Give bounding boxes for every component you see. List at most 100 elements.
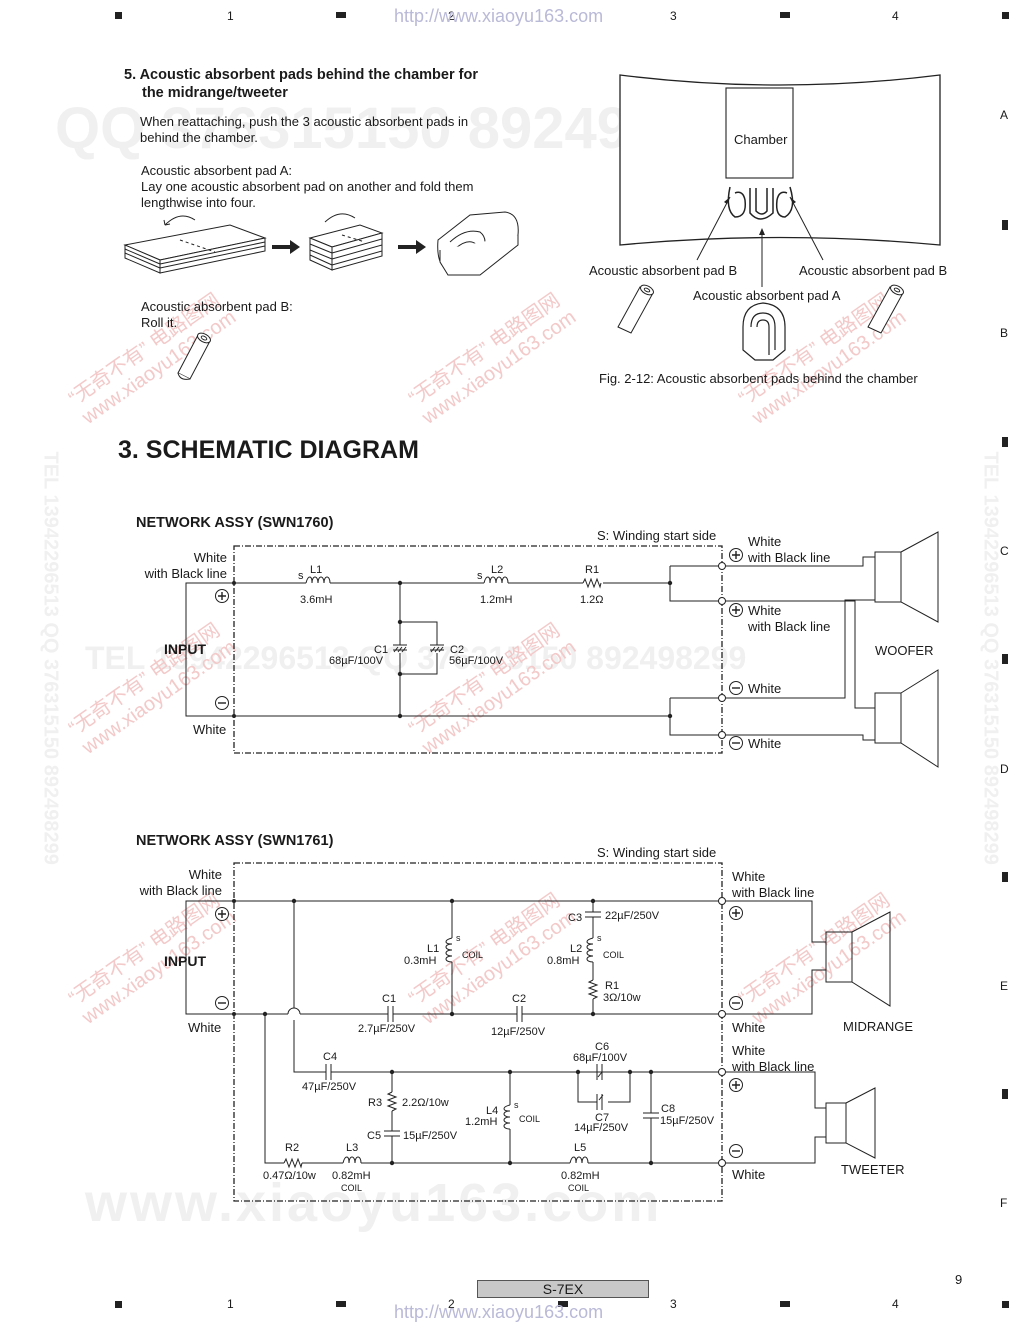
resistor-R2 <box>283 1157 303 1169</box>
pad-b-left-label: Acoustic absorbent pad B <box>589 263 738 278</box>
arrow-right-icon <box>272 240 300 254</box>
net1-C2-label: C2 <box>450 644 465 656</box>
grid-row-a: A <box>1000 108 1009 122</box>
inductor-L2 <box>483 576 509 584</box>
tweeter-minus-label: White <box>732 1167 766 1182</box>
midrange-label: MIDRANGE <box>843 1019 914 1034</box>
plus-icon <box>729 603 743 617</box>
grid-row-f: F <box>1000 1196 1008 1210</box>
chamber-box <box>725 87 794 179</box>
grid-marker <box>336 12 346 18</box>
pad-b-right-label: Acoustic absorbent pad B <box>799 263 948 278</box>
net2-C7-value: 14µF/250V <box>574 1122 629 1134</box>
net1-out3-label: White <box>748 681 782 696</box>
grid-marker <box>780 1301 790 1307</box>
net2-L1-s: s <box>456 933 461 943</box>
net2-R3-value: 2.2Ω/10w <box>402 1097 449 1109</box>
net1-out4-label: White <box>748 736 782 751</box>
woofer-1-cone <box>900 531 939 623</box>
resistor-R1 <box>582 577 602 589</box>
capacitor-C7 <box>596 1094 603 1110</box>
net1-L1-label: L1 <box>310 564 323 576</box>
grid-marker <box>1002 872 1008 882</box>
woofer-2-cone <box>900 669 939 768</box>
net2-C5-label: C5 <box>367 1130 382 1142</box>
net2-L2-label: L2 <box>570 943 583 955</box>
net2-C5-value: 15µF/250V <box>403 1130 458 1142</box>
tweeter-magnet <box>825 1102 847 1144</box>
pad-b-roll-illustration <box>177 332 211 380</box>
capacitor-C3 <box>585 911 601 918</box>
inductor-L4 <box>503 1104 511 1130</box>
net2-C7-label: C7 <box>595 1112 610 1124</box>
plus-icon <box>729 1078 743 1092</box>
capacitor-C4 <box>325 1064 332 1080</box>
pads-in-place <box>727 186 794 220</box>
inductor-L1 <box>305 576 331 584</box>
net2-L1-value: 0.3mH <box>404 955 437 967</box>
minus-icon <box>215 696 229 710</box>
inductor-L5 <box>569 1156 589 1164</box>
grid-col-1-bottom: 1 <box>227 1297 234 1311</box>
grid-marker <box>115 12 122 19</box>
capacitor-C2 <box>516 1006 523 1022</box>
net1-input-minus-label: White <box>193 722 227 737</box>
grid-row-d: D <box>1000 762 1009 776</box>
capacitor-C5 <box>384 1130 400 1137</box>
grid-col-3: 3 <box>670 9 677 23</box>
net2-L3-coil: COIL <box>341 1183 363 1193</box>
capacitor-C1 <box>387 1006 394 1022</box>
arrow-right-icon <box>398 240 426 254</box>
net2-title: NETWORK ASSY (SWN1761) <box>136 833 334 849</box>
net2-L5-coil: COIL <box>568 1183 590 1193</box>
grid-col-2-bottom: 2 <box>448 1297 455 1311</box>
pad-b-instructions: Acoustic absorbent pad B: Roll it. <box>141 299 293 330</box>
net2-C3-value: 22µF/250V <box>605 910 660 922</box>
net2-L4-value: 1.2mH <box>465 1116 498 1128</box>
net2-L1-coil: COIL <box>462 950 484 960</box>
net2-L4-label: L4 <box>486 1105 499 1117</box>
net2-L4-s: s <box>514 1100 519 1110</box>
net2-C8-value: 15µF/250V <box>660 1115 715 1127</box>
resistor-R3 <box>386 1091 398 1112</box>
net2-L5-value: 0.82mH <box>561 1170 600 1182</box>
woofer-label: WOOFER <box>875 643 934 658</box>
grid-col-3-bottom: 3 <box>670 1297 677 1311</box>
grid-col-4: 4 <box>892 9 899 23</box>
grid-col-4-bottom: 4 <box>892 1297 899 1311</box>
net1-input-label: INPUT <box>164 641 206 657</box>
grid-row-b: B <box>1000 326 1009 340</box>
page-number: 9 <box>955 1272 963 1287</box>
plus-icon <box>729 906 743 920</box>
grid-marker <box>115 1301 122 1308</box>
tel-side-watermark-left: TEL 13942296513 QQ 376315150 892498299 <box>39 451 62 865</box>
net1-C2-value: 56µF/100V <box>449 655 504 667</box>
pad-b-right-illustration <box>867 284 904 334</box>
minus-icon <box>729 736 743 750</box>
net2-C2-label: C2 <box>512 993 527 1005</box>
net2-C1-value: 2.7µF/250V <box>358 1023 416 1035</box>
net1-L2-value: 1.2mH <box>480 594 513 606</box>
net2-C1-label: C1 <box>382 993 397 1005</box>
minus-icon <box>215 996 229 1010</box>
net2-R1-value: 3Ω/10w <box>603 992 641 1004</box>
inductor-L2 <box>586 937 594 963</box>
chamber-figure <box>617 74 941 361</box>
plus-icon <box>729 548 743 562</box>
capacitor-C8 <box>643 1112 659 1119</box>
net2-L5-label: L5 <box>574 1142 587 1154</box>
tel-side-watermark-right: TEL 13942296513 QQ 376315150 892498299 <box>979 451 1002 865</box>
net2-R2-value: 0.47Ω/10w <box>263 1170 316 1182</box>
leader-line <box>696 196 731 261</box>
tweeter-label: TWEETER <box>841 1162 905 1177</box>
net1-C1-value: 68µF/100V <box>329 655 384 667</box>
net2-C6-label: C6 <box>595 1041 610 1053</box>
net2-L2-value: 0.8mH <box>547 955 580 967</box>
net2-C2-value: 12µF/250V <box>491 1026 546 1038</box>
